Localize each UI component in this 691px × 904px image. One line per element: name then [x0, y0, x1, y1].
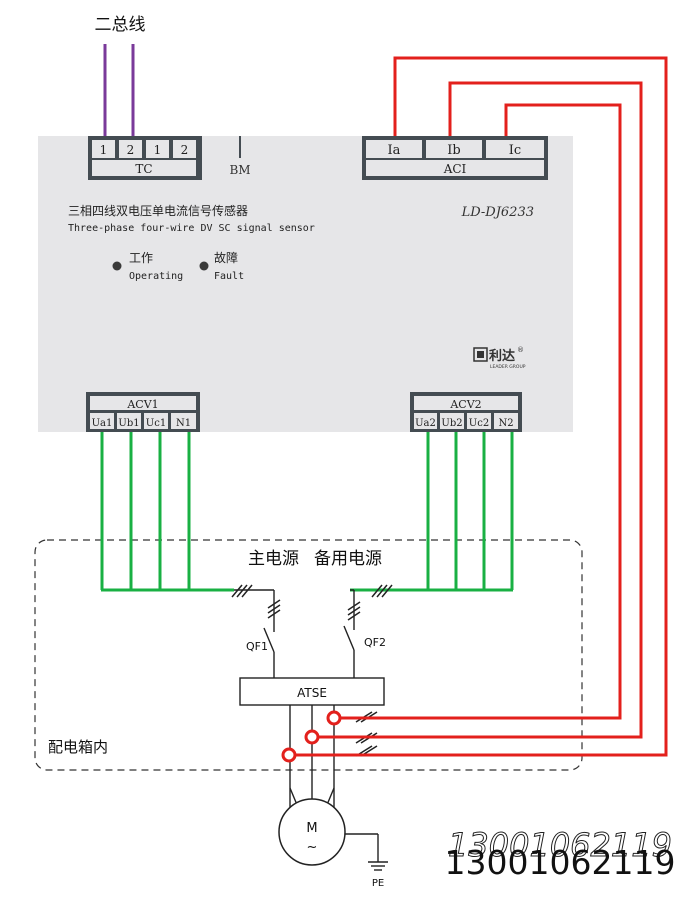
aci-terminal-block: Ia Ib Ic ACI: [362, 136, 548, 180]
backup-power-label: 备用电源: [314, 549, 382, 569]
atse-box: [239, 677, 385, 706]
qf1-switch-blade: [263, 627, 275, 653]
motor-symbol: ~: [307, 840, 318, 855]
device-title-cn: 三相四线双电压单电流信号传感器: [68, 203, 248, 218]
acv2-pin-ub2: Ub2: [441, 418, 462, 429]
device-model: LD-DJ6233: [461, 205, 534, 220]
current-transformer-ic-icon: [326, 710, 342, 726]
qf1-label: QF1: [246, 640, 268, 653]
led-fault-cn: 故障: [214, 250, 238, 265]
voltage-wires: [100, 432, 514, 592]
current-wire-ic: [340, 103, 622, 720]
current-transformer-ia-icon: [281, 747, 297, 763]
motor-icon: [278, 798, 346, 866]
led-operating-en: Operating: [129, 271, 183, 282]
acv1-label: ACV1: [126, 398, 158, 411]
bm-label: BM: [229, 163, 250, 177]
qf2-label: QF2: [364, 636, 386, 649]
tc-pin: 2: [181, 143, 189, 157]
acv1-pin-n1: N1: [176, 418, 191, 429]
current-wire-ib: [317, 81, 643, 739]
led-operating-cn: 工作: [129, 251, 153, 265]
led-fault-en: Fault: [214, 271, 244, 282]
acv2-terminal-block: ACV2 Ua2 Ub2 Uc2 N2: [410, 392, 522, 432]
device-title-en: Three-phase four-wire DV SC signal senso…: [68, 223, 315, 234]
distribution-box-label: 配电箱内: [48, 738, 108, 756]
current-transformer-ib-icon: [304, 729, 320, 745]
aci-label: ACI: [443, 162, 467, 176]
acv2-pin-n2: N2: [498, 418, 513, 429]
pe-label: PE: [372, 878, 384, 889]
atse-label: ATSE: [297, 686, 327, 700]
brand-sub: LEADER GROUP: [490, 364, 526, 370]
ground-icon: [368, 861, 388, 871]
operating-led-icon: [112, 261, 122, 271]
acv1-terminal-block: ACV1 Ua1 Ub1 Uc1 N1: [86, 392, 200, 432]
acv2-label: ACV2: [449, 398, 481, 411]
tc-pin: 1: [100, 143, 108, 157]
aci-pin-ic: Ic: [509, 143, 521, 158]
qf2-switch-blade: [343, 625, 355, 651]
acv1-pin-ua1: Ua1: [92, 418, 113, 429]
motor-label: M: [306, 821, 317, 836]
tc-label: TC: [135, 162, 152, 176]
tc-terminal-block: 1 2 1 2 TC: [88, 136, 202, 180]
sensor-device-body: [38, 136, 573, 432]
current-wire-ia: [295, 56, 668, 757]
watermark-outline: 13001062119: [448, 826, 672, 864]
brand-logo: 利达 ® LEADER GROUP: [473, 346, 526, 370]
aci-pin-ib: Ib: [447, 143, 460, 158]
aci-pin-ia: Ia: [388, 143, 401, 158]
acv2-pin-uc2: Uc2: [469, 418, 489, 429]
tc-pin: 2: [127, 143, 135, 157]
bus-label: 二总线: [95, 15, 146, 35]
current-wires: [295, 56, 668, 757]
tc-pin: 1: [154, 143, 162, 157]
acv1-pin-ub1: Ub1: [118, 418, 139, 429]
watermark: 13001062119: [445, 843, 676, 882]
brand-mark: ®: [517, 346, 524, 354]
main-power-label: 主电源: [248, 549, 299, 569]
acv2-pin-ua2: Ua2: [415, 418, 436, 429]
fault-led-icon: [199, 261, 209, 271]
brand-name: 利达: [489, 348, 515, 364]
acv1-pin-uc1: Uc1: [146, 418, 166, 429]
